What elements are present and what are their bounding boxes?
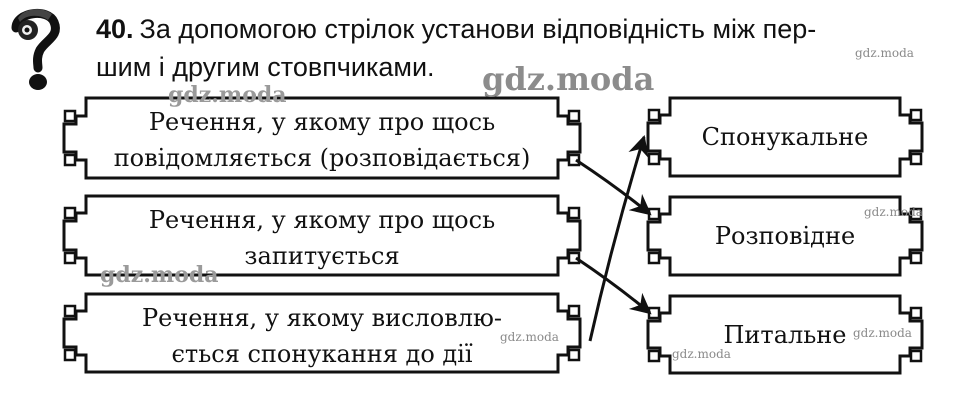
left-box-frame-3-corner-ornament (567, 304, 581, 318)
right-item-1[interactable]: Спонукальне (670, 119, 900, 155)
right-box-frame-3-corner-ornament (909, 349, 923, 363)
right-box-frame-2-corner-ornament (909, 251, 923, 265)
left-box-frame-3-corner-ornament (63, 348, 77, 362)
connection-arrow (575, 158, 652, 216)
left-item-3-line-1: Речення, у якому висловлю- (142, 304, 502, 332)
right-box-frame-2-corner-ornament (909, 207, 923, 221)
left-box-frame-2-corner-ornament (567, 251, 581, 265)
question-mark-icon (11, 9, 60, 90)
right-item-1-label: Спонукальне (701, 123, 869, 151)
watermark: gdz.moda (864, 205, 923, 219)
left-item-1-line-2: повідомляється (розповідається) (113, 144, 531, 172)
left-item-2[interactable]: Речення, у якому про щось запитується (86, 202, 558, 274)
left-item-1[interactable]: Речення, у якому про щось повідомляється… (86, 104, 558, 176)
task-instruction: 40.За допомогою стрілок установи відпові… (96, 10, 946, 86)
watermark: gdz.moda (853, 326, 912, 340)
connection-arrow (588, 134, 649, 342)
watermark: gdz.moda (482, 60, 655, 98)
task-line-2: шим і другим стовпчиками. (96, 52, 435, 82)
right-item-3-label: Питальне (723, 321, 847, 349)
right-box-frame-1-corner-ornament (909, 108, 923, 122)
right-box-frame-2-corner-ornament (647, 251, 661, 265)
left-box-frame-3-corner-ornament (567, 348, 581, 362)
left-item-2-line-1: Речення, у якому про щось (148, 206, 496, 234)
left-box-frame-1-corner-ornament (567, 153, 581, 167)
left-box-frame-1-corner-ornament (567, 109, 581, 123)
watermark: gdz.moda (100, 262, 219, 288)
right-item-3[interactable]: Питальне (670, 317, 900, 353)
left-item-3-line-2: ється спонукання до дії (171, 340, 473, 368)
right-item-2[interactable]: Розповідне (670, 218, 900, 254)
watermark: gdz.moda (855, 46, 914, 60)
task-number: 40. (96, 14, 134, 44)
right-box-frame-3-corner-ornament (647, 306, 661, 320)
left-box-frame-3-corner-ornament (63, 304, 77, 318)
left-box-frame-2-corner-ornament (567, 206, 581, 220)
right-box-frame-3-corner-ornament (647, 349, 661, 363)
connection-arrow (575, 256, 652, 315)
right-box-frame-1-corner-ornament (909, 152, 923, 166)
right-box-frame-2-corner-ornament (647, 207, 661, 221)
watermark: gdz.moda (500, 330, 559, 344)
right-box-frame-3-corner-ornament (909, 306, 923, 320)
left-item-1-line-1: Речення, у якому про щось (148, 108, 496, 136)
right-box-frame-1-corner-ornament (647, 152, 661, 166)
task-text-1: За допомогою стрілок установи відповідні… (139, 14, 817, 44)
left-box-frame-1-corner-ornament (63, 153, 77, 167)
watermark: gdz.moda (168, 82, 287, 108)
left-item-3[interactable]: Речення, у якому висловлю- ється спонука… (86, 300, 558, 372)
task-line-1: 40.За допомогою стрілок установи відпові… (96, 10, 946, 48)
right-box-frame-1-corner-ornament (647, 108, 661, 122)
left-item-2-line-2: запитується (244, 242, 400, 270)
left-box-frame-2-corner-ornament (63, 206, 77, 220)
watermark: gdz.moda (672, 347, 731, 361)
right-item-2-label: Розповідне (714, 222, 856, 250)
left-box-frame-1-corner-ornament (63, 109, 77, 123)
left-box-frame-2-corner-ornament (63, 251, 77, 265)
